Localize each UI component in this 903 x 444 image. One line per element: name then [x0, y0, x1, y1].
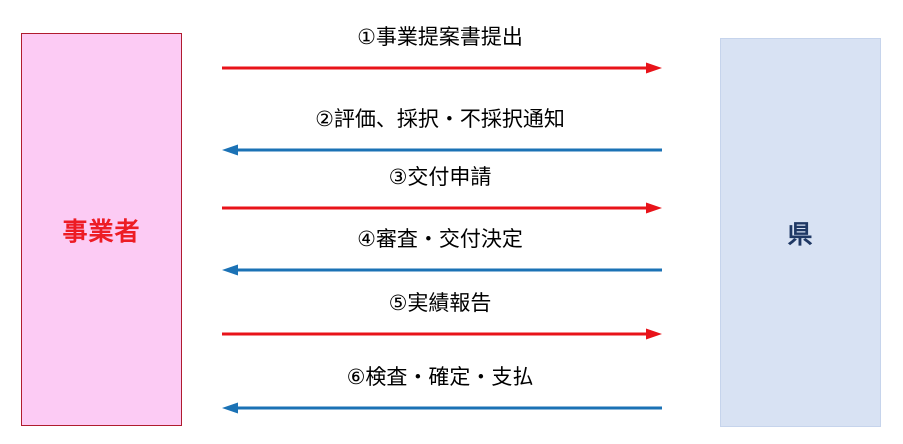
- arrow-left-icon-6: [222, 402, 662, 414]
- arrow-left-icon-4: [222, 264, 662, 276]
- arrow-left-icon-2: [222, 144, 662, 156]
- message-label-4: ④審査・交付決定: [357, 228, 523, 251]
- message-label-2: ②評価、採択・不採択通知: [315, 108, 565, 131]
- actor-label-right: 県: [787, 220, 814, 249]
- actor-box-left: 事業者: [21, 33, 182, 426]
- message-label-3: ③交付申請: [388, 166, 492, 189]
- actor-box-right: 県: [720, 38, 881, 427]
- arrow-right-icon-3: [222, 202, 662, 214]
- actor-label-left: 事業者: [62, 217, 141, 246]
- arrow-right-icon-1: [222, 62, 662, 74]
- message-label-1: ①事業提案書提出: [357, 26, 523, 49]
- arrow-right-icon-5: [222, 328, 662, 340]
- message-label-5: ⑤実績報告: [388, 292, 492, 315]
- message-label-6: ⑥検査・確定・支払: [346, 366, 534, 389]
